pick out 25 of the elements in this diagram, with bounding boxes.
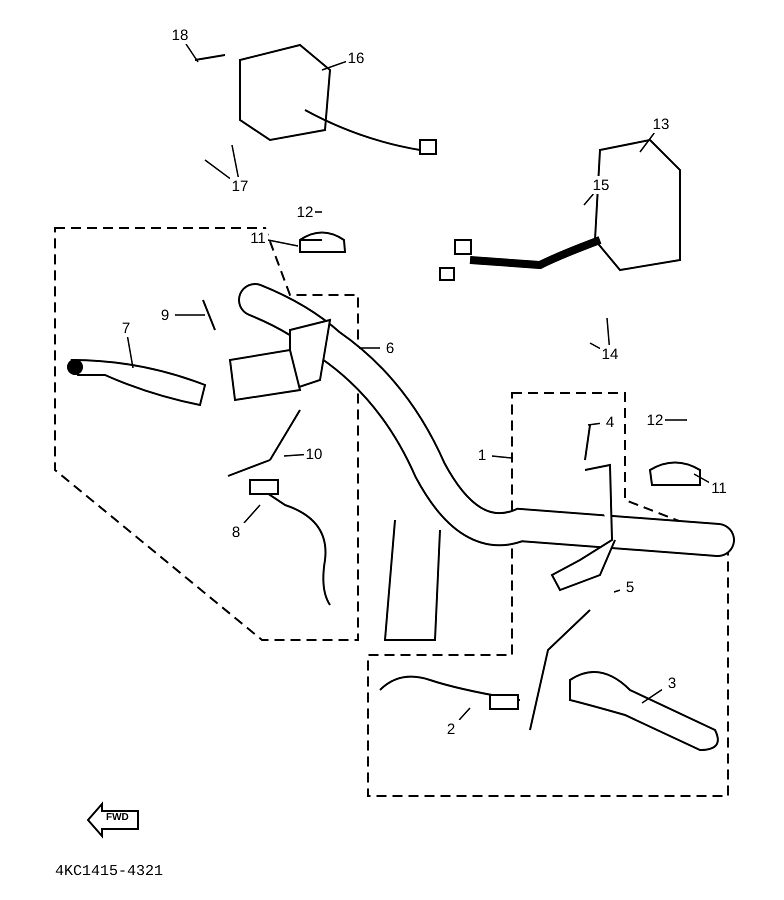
- leader-line: [492, 455, 512, 459]
- leader-line: [126, 336, 134, 368]
- leader-line: [359, 347, 380, 349]
- leader-line: [268, 239, 298, 247]
- leader-line: [284, 454, 304, 457]
- leader-line: [614, 589, 620, 593]
- leader-line: [175, 314, 205, 316]
- direction-label: FWD: [106, 813, 129, 823]
- leader-line: [642, 689, 662, 704]
- leader-line: [583, 194, 594, 206]
- part-code: 4KC1415-4321: [55, 864, 164, 879]
- leader-line: [588, 422, 600, 426]
- leader-line: [315, 211, 322, 213]
- leader-line: [204, 159, 230, 180]
- leader-line: [458, 708, 471, 720]
- callout-number: 15: [591, 176, 611, 194]
- leader-line: [243, 504, 261, 524]
- leader-line: [639, 132, 655, 152]
- leader-line: [322, 60, 346, 71]
- leader-line: [590, 342, 600, 350]
- leader-line: [694, 473, 710, 484]
- leader-line: [185, 44, 199, 62]
- leader-line: [606, 318, 610, 346]
- leader-line: [231, 144, 239, 178]
- leader-line: [665, 419, 687, 421]
